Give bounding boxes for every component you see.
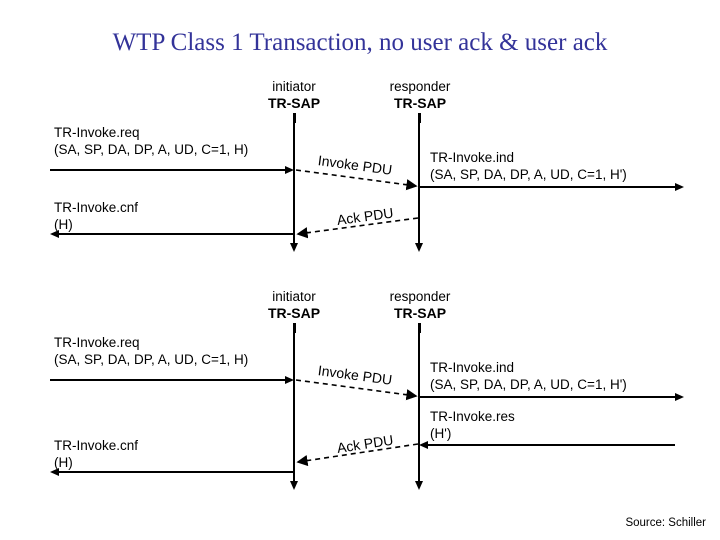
diagram1-invoke-ind-name: TR-Invoke.ind xyxy=(430,150,515,165)
diagram2-invoke-cnf-arrowhead xyxy=(50,467,59,476)
diagram2-responder-lifeline xyxy=(418,333,420,483)
diagram2-invoke-cnf-arrow-line xyxy=(59,471,294,473)
diagram1-invoke-cnf-arrow-line xyxy=(59,233,294,235)
diagram1-initiator-name: initiator xyxy=(272,79,316,94)
diagram1-initiator-sap: TR-SAP xyxy=(267,95,321,111)
diagram2-initiator-lifeline xyxy=(293,333,295,483)
diagram1-invoke-ind-arrowhead xyxy=(675,182,684,191)
diagram2-invoke-req-arrow-line xyxy=(50,379,285,381)
diagram1-ack-pdu-label: Ack PDU xyxy=(335,204,395,228)
diagram2-invoke-cnf-params: (H) xyxy=(54,455,73,470)
diagram2-invoke-ind-name: TR-Invoke.ind xyxy=(430,360,515,375)
diagram1-invoke-pdu-label: Invoke PDU xyxy=(316,152,394,178)
diagram2-invoke-req-name: TR-Invoke.req xyxy=(54,335,140,350)
diagram2-initiator-sap: TR-SAP xyxy=(267,305,321,321)
diagram1-invoke-req-arrowhead xyxy=(285,165,294,174)
source-credit: Source: Schiller xyxy=(625,517,706,529)
diagram1-invoke-cnf-arrowhead xyxy=(50,229,59,238)
diagram1-responder-lifeline xyxy=(418,123,420,245)
diagram1-responder-name: responder xyxy=(389,79,451,94)
diagram2-invoke-res-arrow-line xyxy=(428,444,675,446)
diagram1-initiator-lifeline-tick xyxy=(293,113,296,123)
diagram1-responder-lifeline-arrowhead xyxy=(414,243,423,252)
diagram1-initiator-lifeline xyxy=(293,123,295,245)
diagram1-invoke-ind-params: (SA, SP, DA, DP, A, UD, C=1, H') xyxy=(430,167,627,182)
diagram2-invoke-req-arrowhead xyxy=(285,375,294,384)
diagram1-invoke-req-name: TR-Invoke.req xyxy=(54,125,140,140)
diagram1-invoke-req-arrow-line xyxy=(50,169,285,171)
diagram1-invoke-cnf-name: TR-Invoke.cnf xyxy=(54,200,139,215)
page-title: WTP Class 1 Transaction, no user ack & u… xyxy=(112,29,608,56)
diagram1-responder-sap: TR-SAP xyxy=(393,95,447,111)
diagram2-invoke-req-params: (SA, SP, DA, DP, A, UD, C=1, H) xyxy=(54,352,249,367)
diagram2-responder-lifeline-arrowhead xyxy=(414,481,423,490)
diagram2-invoke-ind-params: (SA, SP, DA, DP, A, UD, C=1, H') xyxy=(430,377,627,392)
diagram1-responder-lifeline-tick xyxy=(418,113,421,123)
diagram2-invoke-ind-arrowhead xyxy=(675,392,684,401)
diagram2-invoke-pdu-label: Invoke PDU xyxy=(316,362,394,388)
diagram2-invoke-res-arrowhead xyxy=(419,440,428,449)
diagram1-invoke-req-params: (SA, SP, DA, DP, A, UD, C=1, H) xyxy=(54,142,249,157)
diagram2-initiator-lifeline-tick xyxy=(293,323,296,333)
diagram2-initiator-name: initiator xyxy=(272,289,316,304)
diagram2-responder-lifeline-tick xyxy=(418,323,421,333)
diagram2-invoke-ind-arrow-line xyxy=(420,396,675,398)
diagram2-responder-name: responder xyxy=(389,289,451,304)
diagram2-ack-pdu-label: Ack PDU xyxy=(335,431,395,456)
diagram1-initiator-lifeline-arrowhead xyxy=(289,243,298,252)
diagram1-invoke-ind-arrow-line xyxy=(420,186,675,188)
diagram2-initiator-lifeline-arrowhead xyxy=(289,481,298,490)
diagram2-invoke-res-name: TR-Invoke.res xyxy=(430,409,515,424)
diagram2-invoke-res-params: (H') xyxy=(430,426,452,441)
diagram1-invoke-cnf-params: (H) xyxy=(54,217,73,232)
diagram2-invoke-cnf-name: TR-Invoke.cnf xyxy=(54,438,139,453)
diagram2-responder-sap: TR-SAP xyxy=(393,305,447,321)
